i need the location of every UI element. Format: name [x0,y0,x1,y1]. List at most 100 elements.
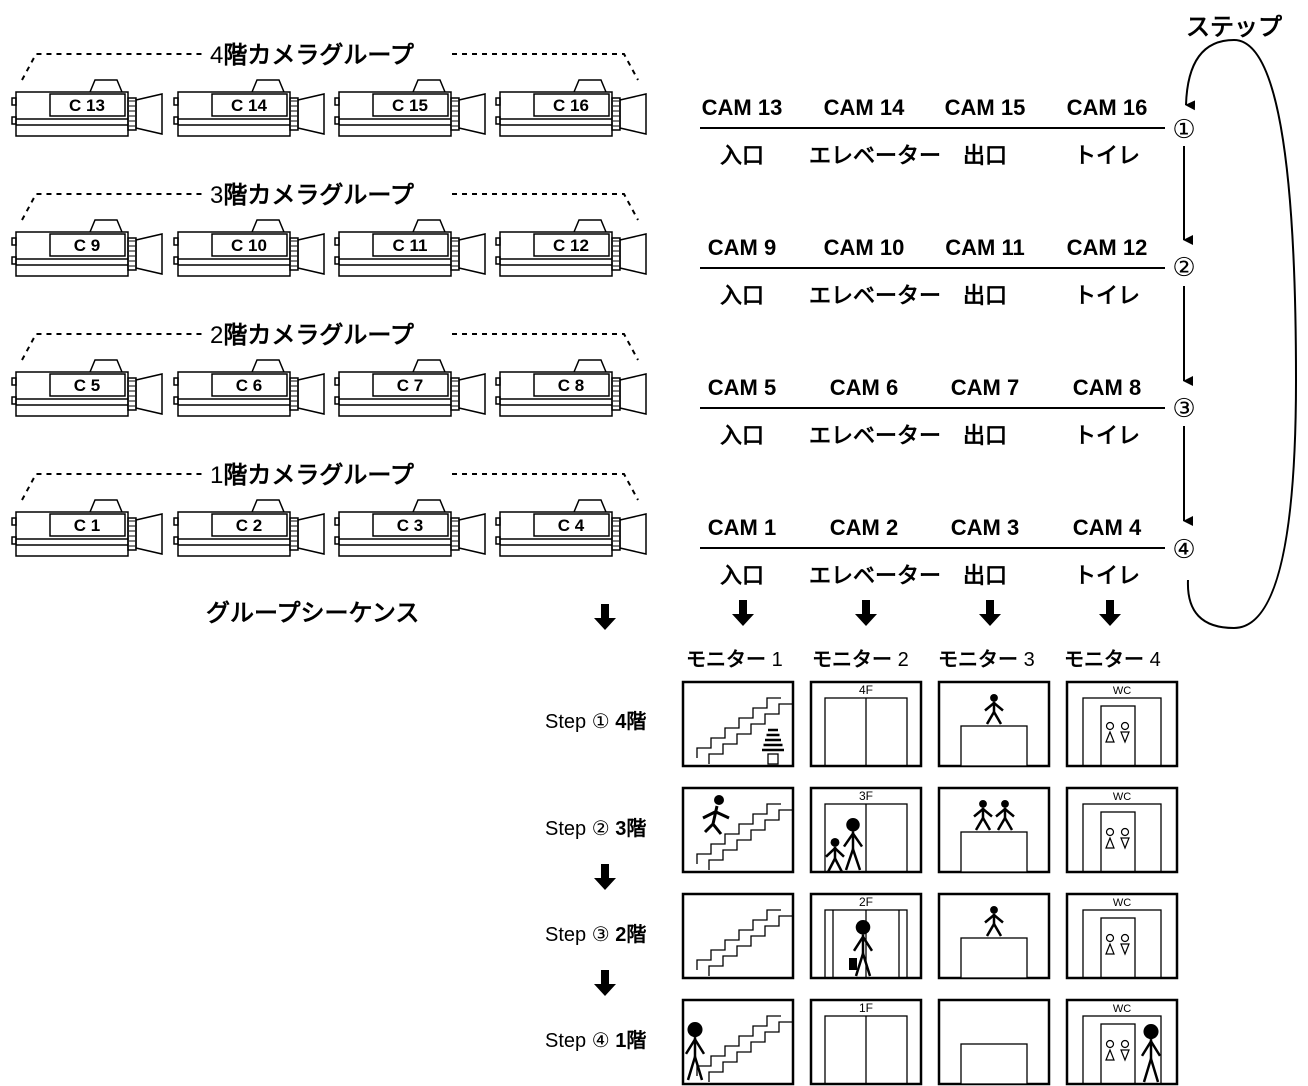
camera-icon: C 8 [496,360,646,416]
camera-icon: C 11 [335,220,485,276]
camera-id-label: C 3 [397,516,423,535]
monitor-row-step-1: 4F WC [683,682,1177,766]
camera-icon: C 3 [335,500,485,556]
elevator-floor-label: 2F [859,895,873,909]
camera-id-label: C 1 [74,516,100,535]
monitor-screen: 2F [811,894,921,978]
location-label: 出口 [930,285,1040,307]
monitor-arrow [979,600,1001,626]
camera-icon: C 9 [12,220,162,276]
camera-id-label: C 5 [74,376,100,395]
camera-icon: C 16 [496,80,646,136]
monitor-screen [939,894,1049,978]
elevator-floor-label: 3F [859,789,873,803]
monitor-row-step-2: 3F WC [683,788,1177,872]
monitor-row-step-3: 2F WC [683,894,1177,978]
location-label: エレベーター [809,285,919,307]
group-label-1f: 1階カメラグループ [210,464,414,488]
camera-icon: C 5 [12,360,162,416]
monitor-screen: WC [1067,1000,1177,1084]
location-label: 入口 [687,285,797,307]
location-label: 出口 [930,425,1040,447]
location-label: 入口 [687,145,797,167]
camera-id-label: C 15 [392,96,428,115]
camera-icon: C 13 [12,80,162,136]
cam-header: CAM 15 [930,97,1040,119]
monitor-arrow [1099,600,1121,626]
camera-id-label: C 8 [558,376,584,395]
step-marker: ④ [1172,535,1195,565]
step-row-label-1: Step ① 4階 [545,712,646,732]
elevator-floor-label: 4F [859,683,873,697]
monitor-label-2: モニター 2 [812,650,909,670]
step-row-label-4: Step ④ 1階 [545,1031,646,1051]
cam-header: CAM 4 [1052,517,1162,539]
location-label: トイレ [1052,145,1162,167]
wc-label: WC [1113,791,1131,803]
cam-header: CAM 13 [687,97,797,119]
camera-id-label: C 6 [236,376,262,395]
sequence-title: グループシーケンス [206,602,419,626]
location-label: トイレ [1052,425,1162,447]
cam-header: CAM 14 [809,97,919,119]
cam-header: CAM 1 [687,517,797,539]
monitor-screen [939,682,1049,766]
location-label: 出口 [930,145,1040,167]
step-row-label-2: Step ② 3階 [545,819,646,839]
cam-header: CAM 12 [1052,237,1162,259]
group-label-4f: 4階カメラグループ [210,44,414,68]
location-label: トイレ [1052,565,1162,587]
monitor-screen [683,1000,793,1084]
monitor-screen: 3F [811,788,921,872]
cam-header: CAM 11 [930,237,1040,259]
loop-arrow [1186,40,1296,628]
cam-header: CAM 7 [930,377,1040,399]
step-down-arrow [594,864,616,890]
camera-id-label: C 10 [231,236,267,255]
step-marker: ② [1172,253,1195,283]
step-title: ステップ [1186,16,1282,40]
monitor-arrow [732,600,754,626]
monitor-screen: WC [1067,682,1177,766]
step-down-arrow [594,970,616,996]
camera-id-label: C 11 [393,236,428,255]
location-label: 入口 [687,425,797,447]
monitor-screen [939,788,1049,872]
camera-id-label: C 13 [69,96,105,115]
group-label-3f: 3階カメラグループ [210,184,414,208]
camera-id-label: C 9 [74,236,100,255]
step-marker: ① [1172,115,1195,145]
camera-icon: C 2 [174,500,324,556]
cam-header: CAM 6 [809,377,919,399]
wc-label: WC [1113,1003,1131,1015]
monitor-label-4: モニター 4 [1064,650,1161,670]
monitor-row-step-4: 1F WC [683,1000,1177,1084]
location-label: エレベーター [809,565,919,587]
cam-header: CAM 9 [687,237,797,259]
group-label-2f: 2階カメラグループ [210,324,414,348]
camera-icon: C 6 [174,360,324,416]
location-label: エレベーター [809,145,919,167]
camera-icon: C 15 [335,80,485,136]
camera-id-label: C 7 [397,376,423,395]
monitor-screen [683,894,793,978]
monitor-screen [683,682,793,766]
location-label: 出口 [930,565,1040,587]
monitor-label-1: モニター 1 [686,650,783,670]
cam-header: CAM 2 [809,517,919,539]
monitor-screen [939,1000,1049,1084]
monitor-label-3: モニター 3 [938,650,1035,670]
monitor-arrow [855,600,877,626]
camera-id-label: C 14 [231,96,267,115]
monitor-screen: WC [1067,788,1177,872]
monitor-screen: 4F [811,682,921,766]
monitor-screen: 1F [811,1000,921,1084]
camera-icon: C 4 [496,500,646,556]
monitor-screen: WC [1067,894,1177,978]
cam-header: CAM 10 [809,237,919,259]
location-label: エレベーター [809,425,919,447]
step-down-arrow [594,604,616,630]
camera-icon: C 1 [12,500,162,556]
wc-label: WC [1113,897,1131,909]
